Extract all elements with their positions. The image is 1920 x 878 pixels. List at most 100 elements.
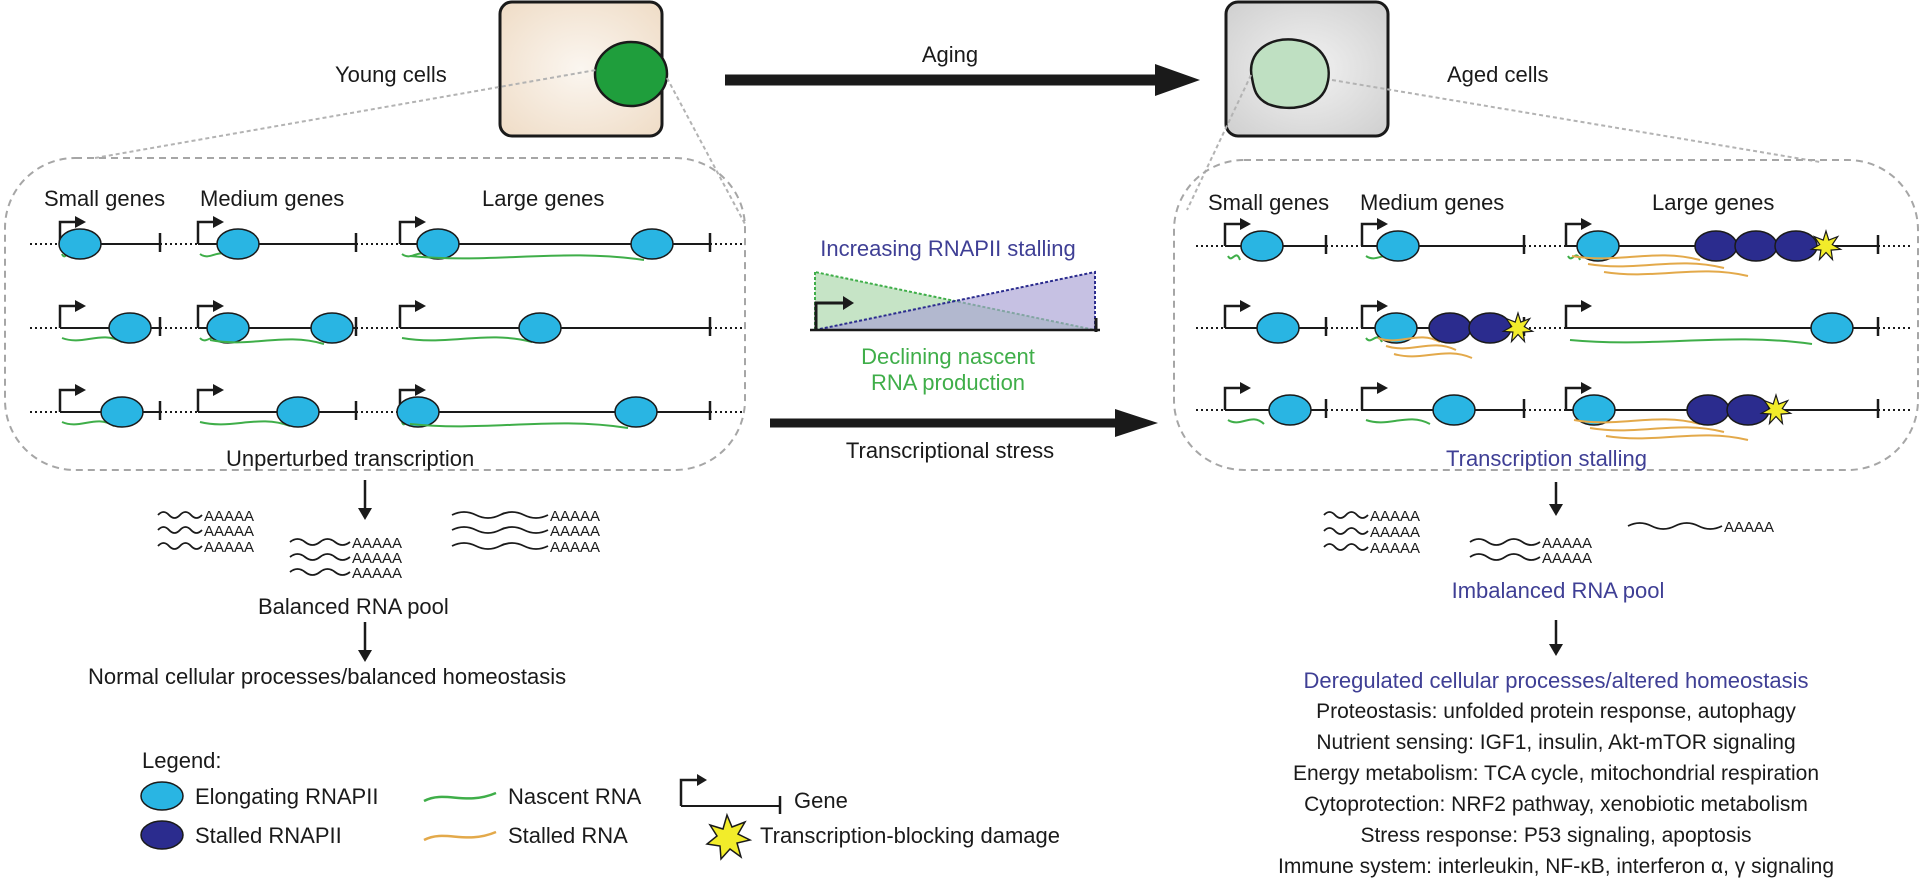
elongating-rnapii-icon [1432, 394, 1476, 426]
elongating-rnapii-icon [396, 396, 440, 428]
aged-caption: Transcription stalling [1446, 446, 1647, 471]
young-cell-label: Young cells [335, 62, 447, 87]
rna-transcript-wave [289, 538, 351, 546]
aged-header-large: Large genes [1652, 190, 1774, 215]
young-gene-tracks [30, 216, 742, 429]
elongating-rnapii-icon [1810, 312, 1854, 344]
elongating-rnapii-icon [58, 228, 102, 260]
poly-a-tail: AAAAA [204, 508, 254, 525]
gene-promoter-arrow [196, 388, 215, 412]
stress-arrow-head [1115, 409, 1158, 437]
rna-transcript-wave [1323, 511, 1369, 519]
elongating-rnapii-icon [310, 312, 354, 344]
gene-promoter-arrow [398, 304, 417, 328]
poly-a-tail: AAAAA [550, 539, 600, 556]
elongating-rnapii-icon [630, 228, 674, 260]
rna-transcript-wave [1469, 553, 1541, 561]
nascent-rna-strand [1569, 338, 1813, 345]
elongating-rnapii-icon [1374, 312, 1418, 344]
young-outcome: Normal cellular processes/balanced homeo… [88, 664, 566, 689]
stalled-rna-strand [1393, 352, 1473, 359]
young-pool-arrowhead-1 [358, 508, 372, 520]
elongating-rnapii-icon [1376, 230, 1420, 262]
stalled-rnapii-icon [1428, 312, 1472, 344]
aged-outcome-6: Immune system: interleukin, NF-κB, inter… [1278, 855, 1834, 878]
poly-a-tail: AAAAA [1370, 524, 1420, 541]
aged-pool-label: Imbalanced RNA pool [1452, 578, 1665, 603]
gene-promoter-arrow [196, 220, 215, 244]
gene-promoter-arrowhead [213, 300, 224, 312]
elongating-rnapii-icon [1240, 230, 1284, 262]
nascent-label-1: Declining nascent [861, 344, 1035, 369]
elongating-rnapii-icon [216, 228, 260, 260]
aging-arrow-head [1155, 64, 1200, 96]
young-cell [498, 0, 669, 138]
stalled-rna-strand [1573, 418, 1701, 425]
gene-promoter-arrowhead [1240, 300, 1251, 312]
rna-transcript-wave [1469, 538, 1541, 546]
gene-promoter-arrow [1223, 222, 1242, 246]
gene-promoter-arrowhead [1377, 300, 1388, 312]
rna-transcript-wave [1323, 527, 1369, 535]
stalled-rna-strand [1605, 434, 1749, 441]
young-header-small: Small genes [44, 186, 165, 211]
legend-stalled-icon [140, 820, 184, 850]
legend-gene-icon [679, 778, 698, 806]
stalled-rnapii-icon [1686, 394, 1730, 426]
stalled-rnapii-icon [1468, 312, 1512, 344]
poly-a-tail: AAAAA [352, 565, 402, 582]
poly-a-tail: AAAAA [204, 539, 254, 556]
legend: Legend: Elongating RNAPII Stalled RNAPII… [140, 748, 1060, 861]
gene-promoter-arrowhead [213, 216, 224, 228]
rna-transcript-wave [157, 526, 203, 534]
gene-promoter-arrowhead [415, 384, 426, 396]
gene-promoter-arrow [1360, 386, 1379, 410]
elongating-rnapii-icon [276, 396, 320, 428]
gene-promoter-arrowhead [415, 300, 426, 312]
elongating-rnapii-icon [416, 228, 460, 260]
young-genes-panel [4, 157, 746, 471]
gene-promoter-arrowhead [75, 216, 86, 228]
nascent-rna-strand [409, 254, 645, 261]
gene-promoter-arrowhead [415, 216, 426, 228]
damage-star-icon [1501, 310, 1535, 344]
elongating-rnapii-icon [100, 396, 144, 428]
elongating-rnapii-icon [1256, 312, 1300, 344]
young-pool-arrowhead-2 [358, 650, 372, 662]
gene-promoter-arrow [1564, 386, 1583, 410]
gene-promoter-arrowhead [1240, 382, 1251, 394]
legend-nascent-label: Nascent RNA [508, 784, 642, 809]
nascent-rna-strand [409, 422, 629, 429]
stalled-rnapii-icon [1694, 230, 1738, 262]
rna-transcript-wave [289, 568, 351, 576]
gene-promoter-arrow [58, 220, 77, 244]
rna-transcript-wave [451, 542, 549, 550]
gene-promoter-arrow [1360, 304, 1379, 328]
aged-pool-arrowhead-2 [1549, 644, 1563, 656]
young-caption: Unperturbed transcription [226, 446, 474, 471]
legend-elongating-icon [140, 781, 184, 811]
legend-stalled-rna-label: Stalled RNA [508, 823, 628, 848]
stalled-rna-strand [1385, 344, 1457, 351]
gene-promoter-arrow [1223, 386, 1242, 410]
stalled-rnapii-icon [1734, 230, 1778, 262]
legend-stalled-label: Stalled RNAPII [195, 823, 342, 848]
aged-zoom-line-right [1331, 79, 1821, 163]
aged-gene-tracks [1196, 218, 1912, 441]
gene-promoter-arrow [398, 220, 417, 244]
stalled-rna-strand [1571, 254, 1701, 261]
elongating-rnapii-icon [1268, 394, 1312, 426]
gene-promoter-arrow [1564, 222, 1583, 246]
stress-label: Transcriptional stress [846, 438, 1054, 463]
aged-outcome-5: Stress response: P53 signaling, apoptosi… [1360, 824, 1751, 847]
aged-outcome-3: Energy metabolism: TCA cycle, mitochondr… [1293, 762, 1819, 785]
middle-promoter-arrowhead [843, 296, 854, 310]
young-pool-label: Balanced RNA pool [258, 594, 449, 619]
gene-promoter-arrowhead [75, 300, 86, 312]
stalled-rna-strand [1377, 336, 1441, 343]
gene-promoter-arrow [58, 304, 77, 328]
gene-promoter-arrowhead [1377, 218, 1388, 230]
legend-gene-label: Gene [794, 788, 848, 813]
elongating-rnapii-icon [206, 312, 250, 344]
